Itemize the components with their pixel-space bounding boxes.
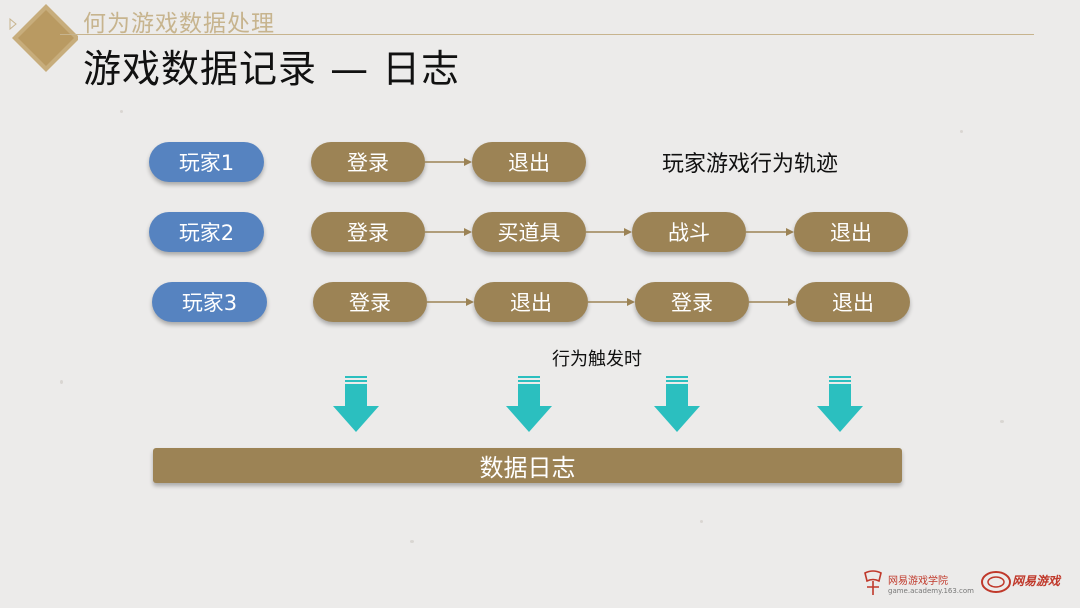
background-speck bbox=[410, 540, 414, 543]
flow-arrow-icon bbox=[588, 298, 635, 306]
down-arrow-icon bbox=[817, 376, 863, 432]
down-arrow-icon bbox=[506, 376, 552, 432]
academy-seal-icon bbox=[864, 570, 882, 595]
player-1-action-logout: 退出 bbox=[472, 142, 586, 182]
player-3-pill: 玩家3 bbox=[152, 282, 267, 322]
flow-arrow-icon bbox=[427, 298, 474, 306]
flow-arrow-icon bbox=[586, 228, 632, 236]
brand-name: 网易游戏 bbox=[1012, 574, 1061, 588]
player-2-action-battle: 战斗 bbox=[632, 212, 746, 252]
background-speck bbox=[120, 110, 123, 113]
player-1-action-login: 登录 bbox=[311, 142, 425, 182]
page-title: 游戏数据记录 — 日志 bbox=[83, 47, 461, 91]
trajectory-note: 玩家游戏行为轨迹 bbox=[662, 152, 839, 177]
data-log-bar: 数据日志 bbox=[153, 448, 902, 483]
background-speck bbox=[60, 380, 63, 384]
flow-arrow-icon bbox=[425, 228, 472, 236]
flow-arrow-icon bbox=[746, 228, 794, 236]
academy-name: 网易游戏学院 bbox=[888, 576, 948, 587]
player-2-action-login: 登录 bbox=[311, 212, 425, 252]
player-3-action-login-2: 登录 bbox=[635, 282, 749, 322]
player-2-action-buy-item: 买道具 bbox=[472, 212, 586, 252]
player-3-action-logout-2: 退出 bbox=[796, 282, 910, 322]
player-1-pill: 玩家1 bbox=[149, 142, 264, 182]
background-speck bbox=[1000, 420, 1004, 423]
background-speck bbox=[700, 520, 703, 523]
down-arrow-icon bbox=[654, 376, 700, 432]
diamond-logo-icon bbox=[9, 4, 78, 72]
player-2-pill: 玩家2 bbox=[149, 212, 264, 252]
flow-arrow-icon bbox=[425, 158, 472, 166]
netease-swirl-icon bbox=[981, 571, 1011, 593]
netease-games-logo: 网易游戏 bbox=[978, 566, 1074, 600]
background-speck bbox=[960, 130, 963, 133]
academy-url: game.academy.163.com bbox=[888, 587, 974, 595]
player-3-action-login: 登录 bbox=[313, 282, 427, 322]
flow-arrow-icon bbox=[749, 298, 796, 306]
down-arrow-icon bbox=[333, 376, 379, 432]
player-3-action-logout: 退出 bbox=[474, 282, 588, 322]
header-divider bbox=[60, 34, 1034, 35]
section-title: 何为游戏数据处理 bbox=[83, 11, 275, 37]
player-2-action-logout: 退出 bbox=[794, 212, 908, 252]
trigger-note: 行为触发时 bbox=[552, 349, 642, 370]
academy-logo: 网易游戏学院 game.academy.163.com bbox=[860, 566, 980, 600]
